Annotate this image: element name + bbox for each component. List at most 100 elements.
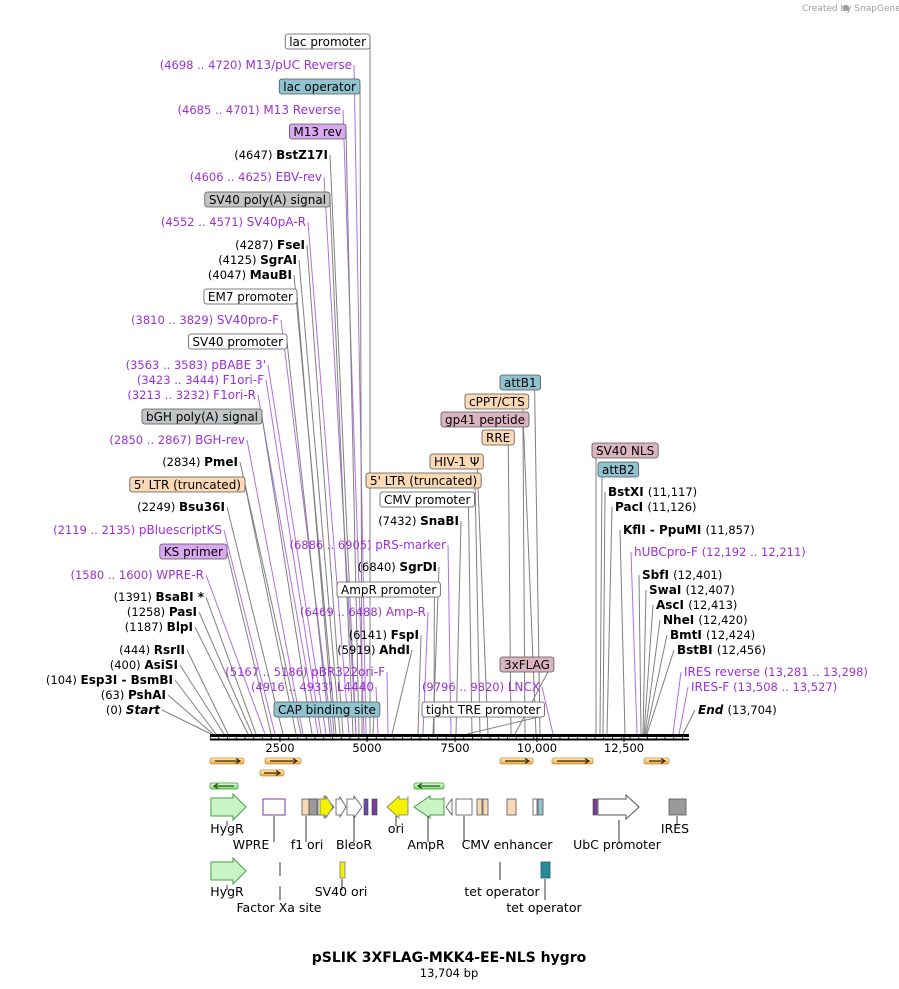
ampr-feature-arrow	[413, 795, 445, 819]
enzyme-label-bstxi: BstXI (11,117)	[608, 485, 697, 499]
feature-track	[210, 792, 687, 886]
feature-labels: HygR IRES WPRE f1 ori BleoR ori AmpR CMV…	[210, 816, 689, 915]
enzyme-label-bstz17i: (4647) BstZ17I	[234, 148, 328, 162]
leader-line-swai	[642, 589, 647, 735]
primer-label-lncx: (9796 .. 9820) LNCX	[422, 680, 540, 694]
enzyme-label-bstbi: BstBI (12,456)	[677, 643, 766, 657]
leader-lines	[161, 42, 696, 735]
leader-line-fspi	[417, 634, 422, 735]
primer-label-f1ori-r: (3213 .. 3232) F1ori-R	[127, 388, 256, 402]
wpre-feature	[262, 798, 286, 816]
feature-box-attb1	[499, 374, 542, 391]
primer-label-amp-r: (6469 .. 6488) Amp-R	[300, 605, 426, 619]
leader-line-asci	[643, 604, 654, 735]
leader-line-sv40-poly-a-signal	[329, 199, 354, 735]
sv40-promoter-arrow	[335, 795, 347, 819]
leader-line-attb2	[599, 476, 603, 735]
leader-line-pbabe-3	[267, 364, 327, 735]
feature-box-lac-promoter	[284, 33, 371, 50]
feature-box-hiv-1	[429, 453, 484, 470]
enzyme-label-start: (0) Start	[106, 703, 161, 717]
credit-text: Created by SnapGene	[802, 4, 899, 14]
primer-label-m13-puc-reverse: (4698 .. 4720) M13/pUC Reverse	[160, 58, 352, 72]
primer-label-pbr322ori-f: (5167 .. 5186) pBR322ori-F	[225, 665, 385, 679]
leader-line-paci	[606, 506, 613, 735]
ori-yellow-arrow	[319, 794, 334, 820]
leader-line-ires-reverse	[672, 671, 682, 735]
feature-label-sv40-ori: SV40 ori	[315, 884, 368, 899]
leader-line-fsei	[306, 244, 344, 735]
feature-label-attb2: attB2	[602, 463, 635, 477]
orf-arrows	[209, 757, 670, 790]
leader-line-bgh-rev	[246, 439, 304, 735]
leader-line-bgh-poly-a-signal	[261, 416, 313, 735]
leader-line-blpi	[194, 626, 249, 735]
polya-feature	[308, 798, 318, 816]
feature-label-f1-ori: f1 ori	[291, 837, 324, 852]
leader-line-pbr322ori-f	[386, 671, 389, 735]
leader-line-hiv-1	[476, 468, 489, 735]
leader-line-rsrii	[186, 649, 229, 735]
leader-line-kfli-ppumi	[619, 529, 626, 735]
leader-line-snabi	[455, 520, 462, 735]
feature-label-tight-tre-promoter: tight TRE promoter	[426, 703, 541, 717]
feature-label-sv40-poly-a-signal: SV40 poly(A) signal	[209, 193, 326, 207]
enzyme-label-pasi: (1258) PasI	[127, 605, 197, 619]
feature-label-ampr: AmpR	[407, 837, 445, 852]
primer-label-m13-reverse: (4685 .. 4701) M13 Reverse	[178, 103, 341, 117]
enzyme-label-snabi: (7432) SnaBI	[378, 514, 459, 528]
primer-label-l4440: (4916 .. 4933) L4440	[251, 680, 374, 694]
em7-arrow	[346, 794, 363, 820]
enzyme-label-fspi: (6141) FspI	[349, 628, 419, 642]
primer-label-hubcpro-f: hUBCpro-F (12,192 .. 12,211)	[634, 545, 806, 559]
tre-feature	[532, 798, 538, 816]
primer-label-sv40pa-r: (4552 .. 4571) SV40pA-R	[161, 215, 306, 229]
leader-line-hubcpro-f	[630, 551, 638, 735]
attb1-feature	[537, 798, 544, 816]
orf-arrow-6	[499, 757, 534, 765]
feature-label-attb1: attB1	[504, 376, 537, 390]
feature-label-cmv-enhancer: CMV enhancer	[462, 837, 554, 852]
leader-line-bsu36i	[226, 506, 284, 735]
enzyme-label-end: End (13,704)	[698, 703, 777, 717]
leader-line-sv40pro-f	[280, 319, 333, 735]
primer-label-ebv-rev: (4606 .. 4625) EBV-rev	[190, 170, 322, 184]
leader-line-start	[161, 709, 212, 735]
enzyme-label-kfli-ppumi: KflI - PpuMI (11,857)	[623, 523, 755, 537]
leader-line-attb1	[534, 389, 541, 735]
enzyme-label-ahdi: (5919) AhdI	[337, 643, 410, 657]
ruler-tick-2500: 2500	[265, 741, 294, 755]
feature-box-3xflag	[499, 656, 555, 673]
feature-box-5-ltr-truncated	[129, 476, 246, 493]
hygr-feature-arrow-2	[210, 856, 247, 886]
feature-box-cap-binding-site	[273, 701, 381, 718]
feature-label-sv40-nls: SV40 NLS	[596, 444, 654, 458]
feature-label-cap-binding-site: CAP binding site	[278, 703, 376, 717]
leader-line-m13-reverse	[342, 109, 365, 735]
ruler-tick-5000: 5000	[352, 741, 381, 755]
leader-line-sgrai	[298, 259, 341, 735]
cmv-enhancer-feature	[455, 798, 473, 816]
feature-label-tet-operator: tet operator	[464, 884, 540, 899]
feature-label-bleor: BleoR	[336, 837, 372, 852]
leader-line-pasi	[198, 611, 253, 735]
feature-label-sv40-promoter: SV40 promoter	[192, 335, 283, 349]
enzyme-label-asci: AscI (12,413)	[656, 598, 737, 612]
primer-label-pbluescriptks: (2119 .. 2135) pBluescriptKS	[53, 523, 222, 537]
feature-label-factor-xa: Factor Xa site	[236, 900, 321, 915]
feature-label-ubc-promoter: UbC promoter	[573, 837, 662, 852]
leader-line-ebv-rev	[323, 176, 357, 735]
enzyme-label-sgrdi: (6840) SgrDI	[358, 560, 437, 574]
orf-arrow-5	[413, 782, 445, 790]
feature-label-lac-operator: lac operator	[283, 80, 356, 94]
leader-line-ks-primer	[226, 551, 272, 735]
ruler-tick-10000: 10,000	[517, 741, 557, 755]
leader-line-cppt-cts	[522, 408, 537, 735]
orf-arrow-3	[259, 769, 285, 777]
leader-line-end	[682, 709, 696, 735]
enzyme-label-bmti: BmtI (12,424)	[670, 628, 755, 642]
leader-line-cap-binding-site	[372, 716, 375, 735]
feature-label-bgh-poly-a-signal: bGH poly(A) signal	[146, 410, 258, 424]
leader-line-bsabi	[205, 596, 257, 735]
leader-line-rre	[507, 444, 512, 735]
